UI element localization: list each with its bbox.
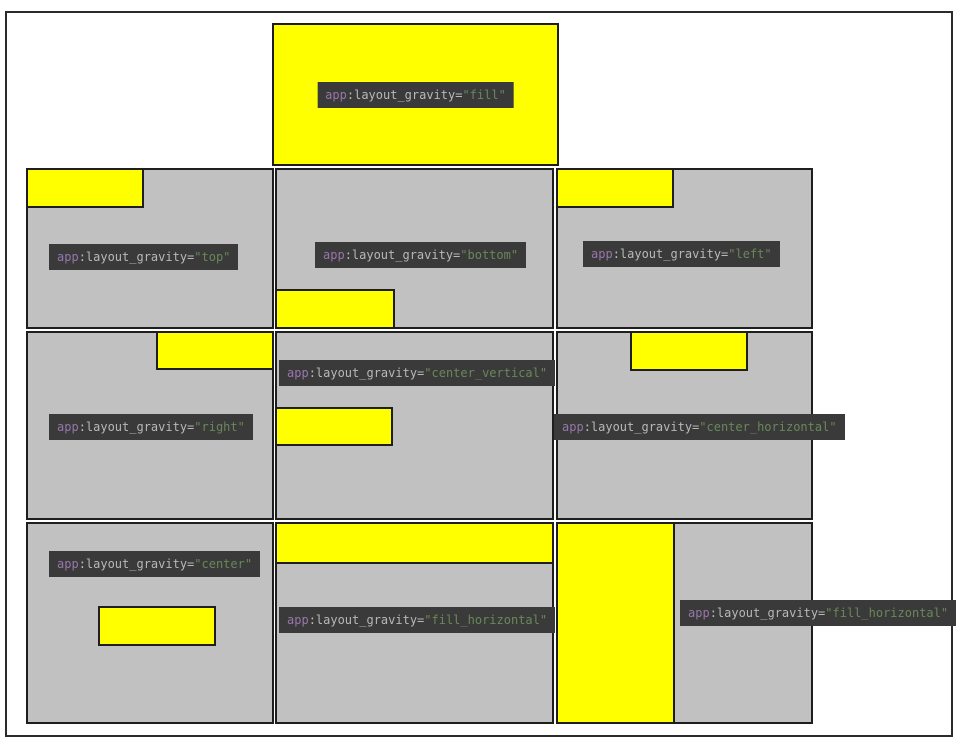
code-attr-prefix: app <box>562 420 584 434</box>
code-attr-value: "bottom" <box>460 248 519 262</box>
gravity-cell-fill-horizontal: app:layout_gravity="fill_horizontal" <box>275 522 556 724</box>
code-label: app:layout_gravity="left" <box>583 241 780 267</box>
code-attr-name: :layout_gravity= <box>78 557 195 571</box>
gravity-demo-block <box>275 289 395 329</box>
gravity-cell-center-horizontal: app:layout_gravity="center_horizontal" <box>554 331 845 520</box>
code-attr-value: "fill_horizontal" <box>424 613 548 627</box>
code-attr-value: "left" <box>728 247 772 261</box>
code-attr-value: "fill_horizontal" <box>825 606 949 620</box>
layout-preview-frame: app:layout_gravity="fill" app:layout_gra… <box>5 11 957 737</box>
code-attr-name: :layout_gravity= <box>308 613 425 627</box>
code-label: app:layout_gravity="center_horizontal" <box>554 414 845 440</box>
code-attr-prefix: app <box>287 613 309 627</box>
gravity-cell-center-vertical: app:layout_gravity="center_vertical" <box>275 331 556 520</box>
code-label: app:layout_gravity="right" <box>49 414 253 440</box>
gravity-demo-block <box>156 331 274 370</box>
code-attr-value: "center_vertical" <box>424 366 548 380</box>
code-label: app:layout_gravity="fill_horizontal" <box>279 607 556 633</box>
gravity-demo-block <box>98 606 216 646</box>
code-label: app:layout_gravity="top" <box>49 244 239 270</box>
code-attr-prefix: app <box>323 248 345 262</box>
gravity-demo-block <box>556 168 674 208</box>
code-attr-prefix: app <box>591 247 613 261</box>
code-label: app:layout_gravity="fill" <box>317 81 514 108</box>
gravity-demo-block <box>275 407 393 446</box>
code-attr-value: "right" <box>194 420 245 434</box>
code-attr-name: :layout_gravity= <box>709 606 826 620</box>
gravity-cell-right: app:layout_gravity="right" <box>26 331 274 520</box>
gravity-demo-block <box>556 522 675 724</box>
gravity-cell-fill: app:layout_gravity="fill" <box>272 23 559 166</box>
gravity-cell-left: app:layout_gravity="left" <box>556 168 813 329</box>
code-attr-prefix: app <box>688 606 710 620</box>
code-attr-prefix: app <box>57 250 79 264</box>
code-label: app:layout_gravity="fill_horizontal" <box>680 600 957 626</box>
code-attr-value: "fill" <box>462 87 506 102</box>
code-attr-prefix: app <box>325 87 347 102</box>
code-attr-name: :layout_gravity= <box>344 248 461 262</box>
code-attr-value: "center" <box>194 557 253 571</box>
code-attr-name: :layout_gravity= <box>78 420 195 434</box>
code-attr-value: "center_horizontal" <box>699 420 837 434</box>
gravity-cell-top: app:layout_gravity="top" <box>26 168 274 329</box>
code-attr-value: "top" <box>194 250 231 264</box>
code-attr-name: :layout_gravity= <box>78 250 195 264</box>
gravity-cell-center: app:layout_gravity="center" <box>26 522 274 724</box>
code-attr-name: :layout_gravity= <box>583 420 700 434</box>
code-attr-name: :layout_gravity= <box>346 87 463 102</box>
gravity-demo-block <box>26 168 144 208</box>
gravity-demo-block <box>275 522 554 564</box>
gravity-demo-block <box>630 331 748 371</box>
code-label: app:layout_gravity="center_vertical" <box>279 360 556 386</box>
code-attr-prefix: app <box>287 366 309 380</box>
code-attr-name: :layout_gravity= <box>612 247 729 261</box>
code-label: app:layout_gravity="center" <box>49 551 261 577</box>
code-label: app:layout_gravity="bottom" <box>315 242 527 268</box>
gravity-cell-fill-vertical: app:layout_gravity="fill_horizontal" <box>556 522 957 724</box>
code-attr-prefix: app <box>57 420 79 434</box>
code-attr-name: :layout_gravity= <box>308 366 425 380</box>
gravity-cell-bottom: app:layout_gravity="bottom" <box>275 168 554 329</box>
code-attr-prefix: app <box>57 557 79 571</box>
